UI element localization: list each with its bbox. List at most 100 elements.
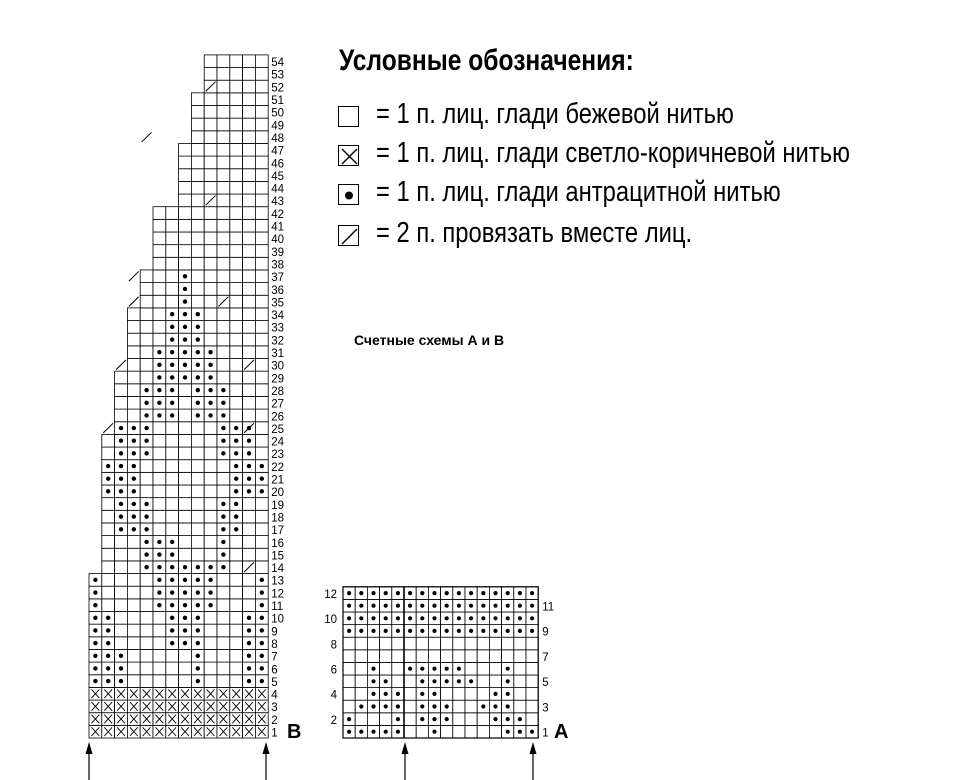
grid-cell: [379, 662, 393, 676]
grid-cell: [476, 662, 490, 676]
grid-cell: [101, 446, 116, 461]
stitch-dot: [432, 603, 437, 608]
grid-cell: [203, 459, 218, 473]
arrow-up-icon: [85, 742, 93, 754]
stitch-dot: [395, 729, 400, 734]
cross-mark: [193, 727, 203, 737]
grid-cell: [464, 712, 478, 726]
chart-caption: Счетные схемы А и В: [354, 332, 505, 348]
stitch-dot: [182, 274, 188, 279]
stitch-dot: [432, 729, 437, 734]
grid-cell: [254, 509, 269, 524]
grid-cell: [190, 92, 205, 106]
stitch-dot: [505, 704, 510, 709]
stitch-dot: [170, 577, 175, 583]
grid-cell: [440, 636, 454, 651]
grid-cell: [242, 79, 256, 94]
stitch-dot: [456, 616, 461, 621]
cross-mark: [91, 689, 100, 699]
grid-cell: [216, 231, 231, 246]
grid-cell: [342, 674, 356, 689]
grid-cell: [216, 256, 231, 271]
legend-text-k2tog: = 2 п. провязать вместе лиц.: [376, 217, 693, 249]
grid-cell: [190, 206, 205, 220]
grid-cell: [427, 649, 441, 663]
grid-cell: [127, 674, 141, 688]
stitch-dot: [246, 653, 252, 658]
stitch-dot: [182, 299, 188, 304]
stitch-dot: [469, 591, 474, 596]
grid-cell: [114, 623, 128, 638]
grid-cell: [203, 67, 218, 81]
grid-cell: [216, 459, 231, 473]
grid-cell: [152, 484, 167, 499]
stitch-dot: [170, 413, 175, 418]
grid-cell: [391, 662, 405, 676]
grid-cell: [152, 446, 167, 461]
stitch-dot: [456, 603, 461, 608]
row-number: 46: [271, 158, 284, 170]
grid-cell: [415, 725, 429, 739]
grid-cell: [178, 661, 192, 676]
stitch-dot: [208, 349, 213, 355]
stitch-dot: [259, 590, 264, 595]
grid-cell: [165, 294, 180, 309]
grid-cell: [152, 244, 167, 258]
row-number: 41: [271, 222, 284, 234]
grid-cell: [178, 446, 192, 461]
stitch-dot: [195, 628, 200, 633]
grid-cell: [139, 623, 154, 638]
grid-cell: [139, 282, 154, 296]
grid-cell: [525, 662, 539, 676]
grid-cell: [242, 231, 256, 246]
cross-mark: [231, 689, 241, 699]
grid-cell: [501, 649, 515, 663]
grid-cell: [114, 408, 128, 423]
grid-cell: [440, 687, 454, 701]
grid-cell: [354, 712, 368, 726]
grid-cell: [216, 67, 231, 81]
grid-cell: [476, 649, 490, 663]
stitch-dot: [170, 628, 175, 633]
grid-cell: [488, 725, 502, 739]
grid-cell: [203, 649, 218, 663]
grid-cell: [203, 674, 218, 688]
grid-cell: [152, 623, 167, 638]
grid-cell: [114, 598, 128, 612]
stitch-dot: [383, 679, 388, 684]
grid-cell: [203, 130, 218, 144]
stitch-dot: [432, 628, 437, 634]
stitch-dot: [259, 615, 264, 621]
decrease-slash: [115, 359, 127, 371]
grid-cell: [178, 218, 192, 233]
grid-cell: [254, 408, 269, 423]
grid-cell: [139, 294, 154, 309]
stitch-dot: [246, 489, 252, 494]
grid-cell: [216, 674, 231, 688]
stitch-dot: [420, 591, 425, 596]
grid-cell: [229, 573, 244, 587]
grid-cell: [203, 307, 218, 321]
grid-cell: [229, 535, 244, 549]
grid-cell: [178, 383, 192, 397]
grid-cell: [229, 130, 244, 144]
stitch-dot: [246, 628, 252, 633]
cross-mark: [206, 714, 215, 724]
grid-cell: [366, 636, 380, 651]
decrease-slash: [205, 195, 216, 206]
row-number: 32: [271, 335, 284, 347]
stitch-dot: [530, 591, 535, 596]
chart-a: [342, 586, 539, 780]
grid-cell: [391, 636, 405, 651]
stitch-dot: [131, 514, 136, 519]
grid-cell: [254, 130, 269, 144]
stitch-dot: [195, 653, 200, 658]
stitch-dot: [359, 704, 364, 709]
grid-cell: [178, 256, 192, 271]
stitch-dot: [131, 438, 136, 443]
stitch-dot: [493, 691, 498, 697]
cross-mark: [231, 714, 241, 724]
stitch-dot: [131, 527, 136, 532]
grid-cell: [229, 408, 244, 423]
stitch-dot: [359, 603, 364, 608]
